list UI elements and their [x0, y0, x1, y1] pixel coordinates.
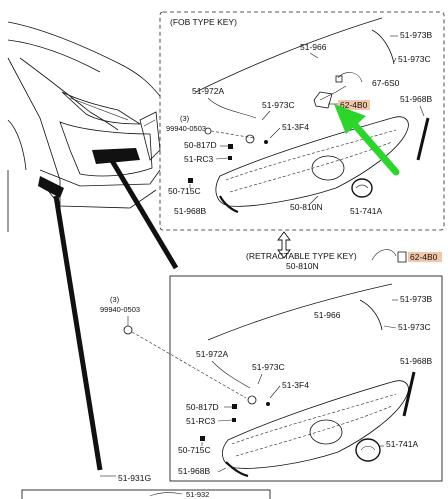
fob-parts: 51-966 51-973B 51-973C 67-6S0 62-4B0 51-… — [166, 17, 432, 216]
part-51-968b-bottom: 51-968B — [178, 466, 210, 476]
part-51-932: 51-932 — [186, 490, 209, 499]
part-50-810n-mid: 50-810N — [286, 261, 319, 271]
part-62-4b0-retractable: 62-4B0 — [410, 252, 438, 262]
highlight-arrow — [334, 104, 400, 176]
part-99940-qty-bottom: (3) — [110, 295, 120, 304]
fob-section-title: (FOB TYPE KEY) — [170, 17, 237, 27]
part-50-715c: 50-715C — [168, 186, 201, 196]
part-50-715c-bottom: 50-715C — [178, 445, 211, 455]
part-99940-0503: 99940-0503 — [166, 124, 206, 133]
part-51-973c-bottom: 51-973C — [252, 362, 285, 372]
part-51-973c-right: 51-973C — [398, 54, 431, 64]
car-illustration — [7, 21, 179, 471]
part-99940-qty: (3) — [180, 114, 190, 123]
part-99940-0503-bottom: 99940-0503 — [100, 305, 140, 314]
part-51-741a: 51-741A — [350, 206, 382, 216]
part-51-973c: 51-973C — [262, 100, 295, 110]
part-51-741a-bottom: 51-741A — [386, 439, 418, 449]
part-51-rc3-bottom: 51-RC3 — [186, 416, 216, 426]
part-51-rc3: 51-RC3 — [184, 154, 214, 164]
retractable-parts: (3) 99940-0503 51-966 51-973B 51-973C 51… — [100, 283, 432, 478]
part-51-973c-right-bottom: 51-973C — [398, 322, 431, 332]
part-62-4b0-fob: 62-4B0 — [340, 100, 368, 110]
part-67-6s0: 67-6S0 — [372, 78, 400, 88]
part-51-972a: 51-972A — [192, 86, 224, 96]
part-51-968b-right: 51-968B — [400, 94, 432, 104]
part-51-968b-right-bottom: 51-968B — [400, 356, 432, 366]
part-51-973b-bottom: 51-973B — [400, 294, 432, 304]
footer-box — [21, 489, 271, 499]
retractable-section-box — [169, 275, 443, 482]
part-51-3f4-bottom: 51-3F4 — [282, 380, 309, 390]
part-51-931g: 51-931G — [118, 473, 151, 483]
part-51-972a-bottom: 51-972A — [196, 349, 228, 359]
part-51-973b: 51-973B — [400, 30, 432, 40]
part-51-3f4: 51-3F4 — [282, 122, 309, 132]
part-51-966: 51-966 — [300, 42, 327, 52]
double-arrow-icon — [277, 231, 291, 259]
part-51-966-bottom: 51-966 — [314, 310, 341, 320]
part-50-817d-bottom: 50-817D — [186, 402, 219, 412]
part-50-810n: 50-810N — [290, 202, 323, 212]
fob-section-box — [159, 11, 445, 231]
part-51-968b: 51-968B — [174, 206, 206, 216]
retractable-section-title: (RETRACTABLE TYPE KEY) — [246, 251, 357, 261]
part-50-817d: 50-817D — [184, 140, 217, 150]
